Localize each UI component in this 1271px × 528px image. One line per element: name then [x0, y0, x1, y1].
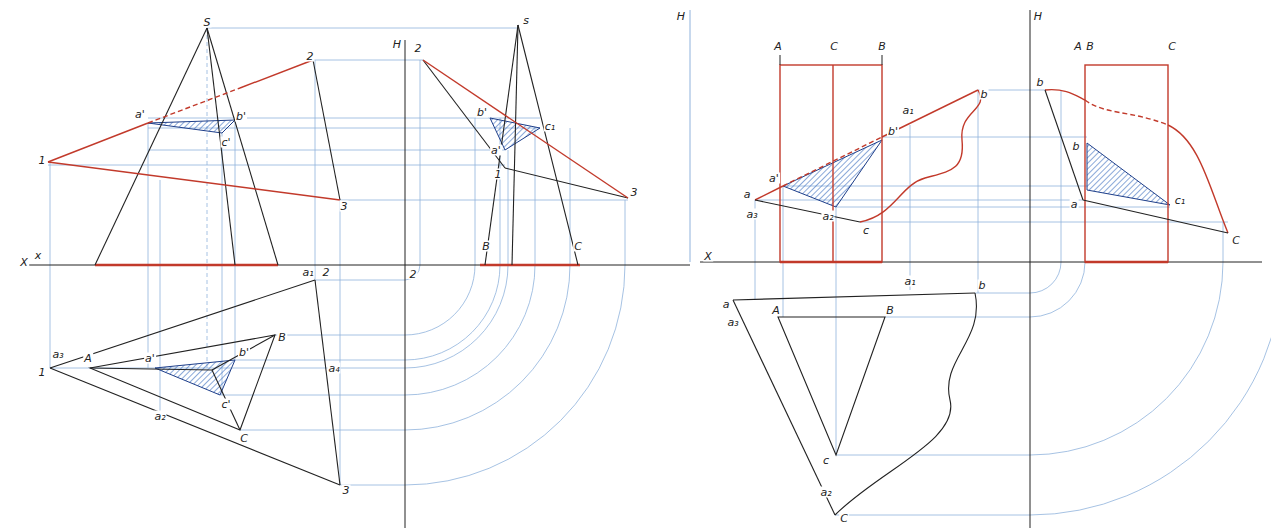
point-label: H: [676, 11, 686, 22]
point-label: c: [862, 225, 870, 236]
point-label: B: [885, 305, 895, 316]
point-label: 1: [38, 367, 47, 378]
point-label: 3: [340, 201, 349, 212]
point-label: b': [476, 107, 488, 118]
point-label: H: [1033, 11, 1043, 22]
point-label: a': [134, 109, 146, 120]
point-label: B: [277, 332, 287, 343]
point-label: b': [235, 111, 247, 122]
point-label: 2: [322, 267, 331, 278]
point-label: A: [83, 353, 93, 364]
point-label: a₂: [821, 211, 834, 222]
point-label: C: [839, 513, 849, 524]
point-label: b: [1072, 141, 1081, 152]
point-label: C: [1167, 41, 1177, 52]
point-label: a₁: [903, 276, 916, 287]
point-label: 3: [342, 485, 351, 496]
point-label: a₃: [51, 349, 64, 360]
point-label: C: [1231, 235, 1241, 246]
point-label: a₂: [153, 411, 166, 422]
point-label: a₁: [901, 105, 914, 116]
point-label: 2: [414, 43, 423, 54]
point-label: X: [703, 251, 713, 262]
point-label: C: [573, 241, 583, 252]
point-label: c₁: [544, 121, 556, 132]
point-label: H: [392, 39, 402, 50]
point-label: a₁: [301, 267, 314, 278]
point-label: a₄: [327, 363, 340, 374]
point-label: a₂: [819, 487, 832, 498]
point-label: b': [238, 347, 250, 358]
point-label: S: [203, 17, 212, 28]
point-label: c₁: [1174, 195, 1186, 206]
point-label: c': [220, 137, 231, 148]
point-label: x: [34, 250, 43, 261]
point-label: c': [220, 399, 231, 410]
point-label: b: [978, 280, 987, 291]
point-label: B: [1085, 41, 1095, 52]
point-label: b': [887, 126, 899, 137]
point-label: A: [773, 41, 783, 52]
point-label: 3: [630, 187, 639, 198]
point-label: 2: [409, 269, 418, 280]
point-label: A: [1073, 41, 1083, 52]
point-label: a': [144, 353, 156, 364]
point-label: b: [980, 89, 989, 100]
point-label: s: [522, 15, 530, 26]
point-label: a': [490, 145, 502, 156]
point-label: 1: [494, 169, 503, 180]
point-label: B: [481, 241, 491, 252]
point-label: A: [771, 305, 781, 316]
point-label: a: [1070, 199, 1079, 210]
point-label: a: [722, 299, 731, 310]
point-label: C: [829, 41, 839, 52]
point-label: 2: [306, 51, 315, 62]
point-label: a: [743, 189, 752, 200]
point-label: b: [1036, 77, 1045, 88]
point-label: a': [768, 173, 780, 184]
point-label: a₃: [745, 209, 758, 220]
point-label: a₃: [726, 317, 739, 328]
point-label: X: [19, 257, 29, 268]
point-label: c: [822, 455, 830, 466]
point-label: C: [239, 433, 249, 444]
point-label: 1: [38, 155, 47, 166]
point-label: B: [877, 41, 887, 52]
